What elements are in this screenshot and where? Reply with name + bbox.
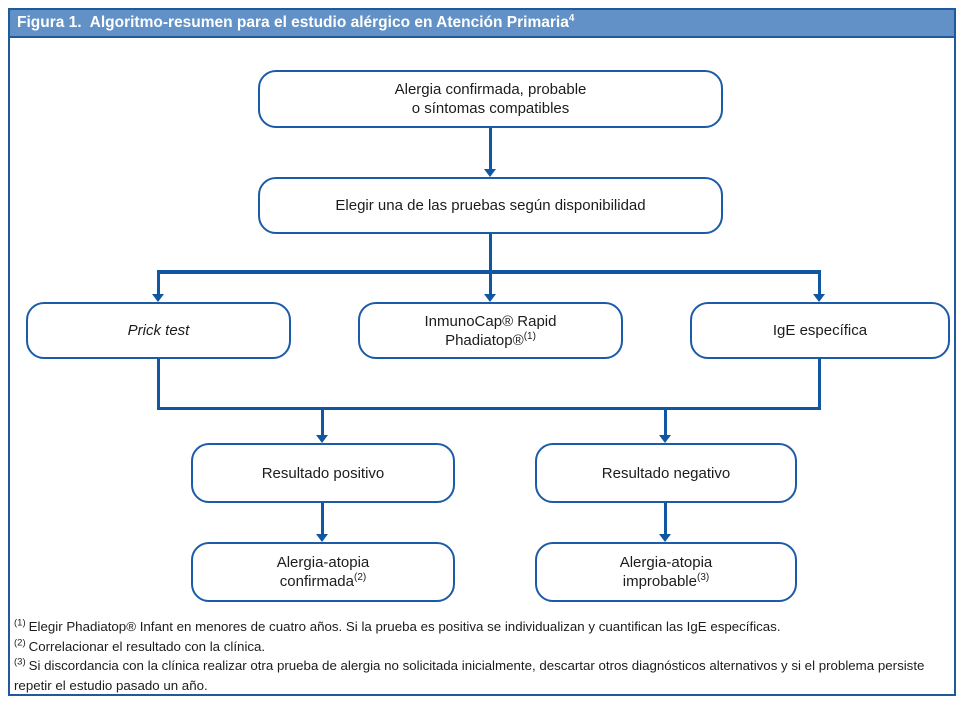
arrowhead-down-icon bbox=[659, 534, 671, 542]
arrowhead-down-icon bbox=[813, 294, 825, 302]
connector-line bbox=[157, 359, 160, 410]
node-text: Phadiatop® bbox=[445, 331, 524, 349]
node-resultado-positivo: Resultado positivo bbox=[191, 443, 455, 503]
connector-line bbox=[321, 503, 324, 534]
footnote-text: Correlacionar el resultado con la clínic… bbox=[28, 638, 266, 654]
connector-line bbox=[664, 407, 667, 435]
footnote-text: Elegir Phadiatop® Infant en menores de c… bbox=[28, 619, 781, 634]
node-text-line: improbable(3) bbox=[623, 572, 709, 591]
node-note-reference: (3) bbox=[696, 572, 710, 583]
figure-title-reference: 4 bbox=[568, 12, 575, 24]
connector-line bbox=[157, 272, 160, 294]
footnote-marker: (2) bbox=[14, 637, 26, 649]
node-text-line: Resultado negativo bbox=[601, 464, 731, 482]
node-text-line: Phadiatop®(1) bbox=[445, 331, 536, 350]
figure-frame: Figura 1. Algoritmo-resumen para el estu… bbox=[8, 8, 956, 696]
footnote-marker: (1) bbox=[14, 617, 26, 629]
node-text-line: Resultado positivo bbox=[261, 464, 385, 482]
node-elegir-prueba: Elegir una de las pruebas según disponib… bbox=[258, 177, 723, 234]
connector-line bbox=[664, 503, 667, 534]
node-text-line: IgE específica bbox=[772, 322, 868, 339]
node-alergia-atopia-improbable: Alergia-atopia improbable(3) bbox=[535, 542, 797, 602]
arrowhead-down-icon bbox=[484, 294, 496, 302]
node-alergia-atopia-confirmada: Alergia-atopia confirmada(2) bbox=[191, 542, 455, 602]
connector-line bbox=[489, 272, 492, 294]
node-prick-test: Prick test bbox=[26, 302, 291, 359]
connector-line bbox=[818, 359, 821, 410]
footnote-2: (2)Correlacionar el resultado con la clí… bbox=[14, 637, 946, 657]
footnotes: (1)Elegir Phadiatop® Infant en menores d… bbox=[14, 617, 946, 695]
figure-title-bar: Figura 1. Algoritmo-resumen para el estu… bbox=[10, 10, 954, 38]
node-text: confirmada bbox=[279, 573, 354, 590]
connector-line bbox=[157, 407, 821, 410]
footnote-3: (3)Si discordancia con la clínica realiz… bbox=[14, 656, 946, 695]
node-text-line: Alergia-atopia bbox=[619, 554, 713, 571]
connector-line bbox=[489, 128, 492, 170]
node-note-reference: (2) bbox=[353, 572, 367, 583]
footnote-marker: (3) bbox=[14, 656, 26, 668]
node-text-line: o síntomas compatibles bbox=[411, 100, 570, 117]
node-inmunocap-rapid: InmunoCap® Rapid Phadiatop®(1) bbox=[358, 302, 623, 359]
node-text-line: InmunoCap® Rapid bbox=[424, 312, 557, 330]
node-alergia-confirmada: Alergia confirmada, probable o síntomas … bbox=[258, 70, 723, 128]
footnote-text: Si discordancia con la clínica realizar … bbox=[14, 658, 925, 693]
node-text-line: confirmada(2) bbox=[280, 572, 366, 591]
node-note-reference: (1) bbox=[523, 330, 536, 342]
connector-line bbox=[818, 272, 821, 294]
node-text: improbable bbox=[622, 573, 697, 590]
figure-title: Figura 1. Algoritmo-resumen para el estu… bbox=[17, 14, 569, 31]
node-text-line: Prick test bbox=[127, 322, 190, 339]
arrowhead-down-icon bbox=[152, 294, 164, 302]
node-text-line: Alergia-atopia bbox=[276, 554, 370, 571]
connector-line bbox=[489, 234, 492, 272]
arrowhead-down-icon bbox=[316, 435, 328, 443]
arrowhead-down-icon bbox=[484, 169, 496, 177]
node-resultado-negativo: Resultado negativo bbox=[535, 443, 797, 503]
node-text-line: Elegir una de las pruebas según disponib… bbox=[335, 197, 646, 214]
node-ige-especifica: IgE específica bbox=[690, 302, 950, 359]
node-text-line: Alergia confirmada, probable bbox=[394, 81, 587, 98]
footnote-1: (1)Elegir Phadiatop® Infant en menores d… bbox=[14, 617, 946, 637]
arrowhead-down-icon bbox=[659, 435, 671, 443]
connector-line bbox=[321, 407, 324, 435]
arrowhead-down-icon bbox=[316, 534, 328, 542]
